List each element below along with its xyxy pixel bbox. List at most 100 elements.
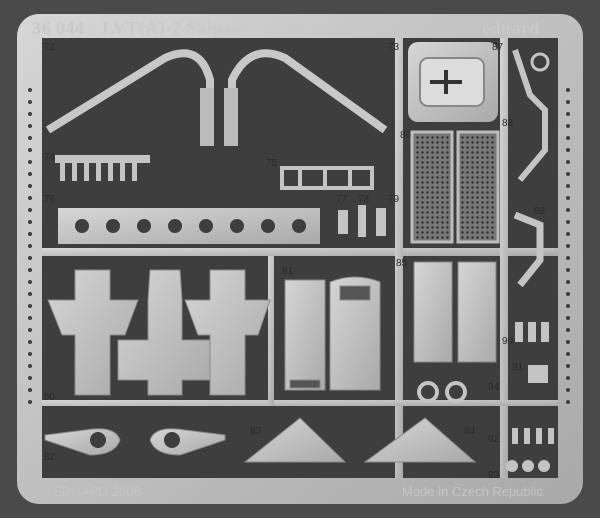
perforation-dot xyxy=(28,112,32,116)
perforation-dot xyxy=(28,340,32,344)
mesh-grilles xyxy=(410,130,500,244)
part-89-strap xyxy=(513,211,544,288)
part-85-panels xyxy=(413,261,497,363)
part-number-74: 74 xyxy=(44,152,56,163)
parts-77-79-small-fittings xyxy=(338,205,386,237)
part-75-bracket xyxy=(280,166,374,190)
part-number-92: 92 xyxy=(488,434,500,445)
part-number-90: 90 xyxy=(502,336,514,347)
perforation-dot xyxy=(28,208,32,212)
part-number-83: 83 xyxy=(250,426,262,437)
plate-hole xyxy=(75,219,89,233)
perforation-dot xyxy=(28,232,32,236)
part-number-93: 93 xyxy=(488,470,500,481)
perforation-dot xyxy=(28,268,32,272)
perforation-dot xyxy=(566,112,570,116)
perforation-dot xyxy=(28,280,32,284)
perforation-dot xyxy=(566,268,570,272)
part-number-78: 78 xyxy=(358,194,370,205)
part-86-box xyxy=(408,42,498,122)
perforation-dot xyxy=(566,388,570,392)
plate-hole xyxy=(106,219,120,233)
part-number-89: 89 xyxy=(534,206,546,217)
part-94-rings xyxy=(417,381,467,403)
perforation-dot xyxy=(566,160,570,164)
perforation-dot xyxy=(566,400,570,404)
part-number-85: 85 xyxy=(396,258,408,269)
plate-hole xyxy=(261,219,275,233)
perforation-dot xyxy=(566,364,570,368)
perforation-dot xyxy=(566,256,570,260)
perforation-dot xyxy=(28,136,32,140)
part-number-80: 80 xyxy=(44,392,56,403)
part-number-labels: 72 73 74 75 76 77 78 79 80 81 82 83 84 85 86 87 88 89 90 91… xyxy=(44,42,546,481)
brand-logo: eduard xyxy=(482,18,541,38)
perforation-dot xyxy=(566,100,570,104)
perforation-dot xyxy=(566,124,570,128)
perforation-dot xyxy=(566,148,570,152)
part-number-77: 77 xyxy=(336,194,348,205)
perforation-dot xyxy=(566,328,570,332)
perforation-dot xyxy=(28,196,32,200)
perforation-dot xyxy=(28,220,32,224)
perforation-dot xyxy=(566,352,570,356)
plate-hole xyxy=(230,219,244,233)
parts-90-93-small-pieces xyxy=(506,322,554,472)
perforation-dot xyxy=(28,88,32,92)
part-number-88: 88 xyxy=(502,118,514,129)
perforation-dot xyxy=(28,172,32,176)
part-number-81: 81 xyxy=(282,266,294,277)
plate-hole xyxy=(168,219,182,233)
perforation-dot xyxy=(28,388,32,392)
part-number-84: 84 xyxy=(464,426,476,437)
perforation-dot xyxy=(28,316,32,320)
perforation-dot xyxy=(28,328,32,332)
origin-text: Made in Czech Republic xyxy=(402,484,543,499)
part-80-armour-plates xyxy=(47,269,271,396)
perforation-dot xyxy=(566,280,570,284)
part-81-hatches xyxy=(284,276,381,391)
part-number-73: 73 xyxy=(388,42,400,53)
perforation-dot xyxy=(28,292,32,296)
perforation-dot xyxy=(28,400,32,404)
perforation-dot xyxy=(566,376,570,380)
plate-hole xyxy=(137,219,151,233)
perforation-dot xyxy=(28,184,32,188)
runners xyxy=(42,38,558,478)
part-74-pin-row xyxy=(55,155,150,181)
part-number-72: 72 xyxy=(44,42,56,53)
part-number-91: 91 xyxy=(512,362,524,373)
perforation-dot xyxy=(566,340,570,344)
perforation-dot xyxy=(566,88,570,92)
part-76-holed-plate xyxy=(58,208,320,244)
part-82-links xyxy=(44,428,226,456)
perforation-dot xyxy=(566,196,570,200)
perforation-dot xyxy=(28,352,32,356)
perforation-dot xyxy=(566,292,570,296)
part-83-84-wedges xyxy=(243,417,477,463)
perforation-dot xyxy=(566,184,570,188)
perforation-dot xyxy=(28,100,32,104)
plate-hole xyxy=(199,219,213,233)
perforation-dot xyxy=(28,364,32,368)
perforation-dot xyxy=(28,148,32,152)
perforation-dot xyxy=(566,220,570,224)
part-number-87: 87 xyxy=(492,42,504,53)
part-number-86: 86 xyxy=(400,130,412,141)
part-number-75: 75 xyxy=(266,158,278,169)
part-number-76: 76 xyxy=(44,194,56,205)
copyright-text: © EDUARD 2008 xyxy=(40,484,141,499)
perforation-dot xyxy=(566,208,570,212)
part-number-79: 79 xyxy=(388,194,400,205)
frame-perforations xyxy=(28,88,570,404)
part-number-82: 82 xyxy=(44,452,56,463)
perforation-dot xyxy=(566,316,570,320)
perforation-dot xyxy=(28,256,32,260)
perforation-dot xyxy=(28,160,32,164)
perforation-dot xyxy=(566,172,570,176)
perforation-dot xyxy=(566,304,570,308)
perforation-dot xyxy=(28,124,32,128)
part-72-73-arched-rails xyxy=(45,49,388,140)
plate-hole xyxy=(292,219,306,233)
